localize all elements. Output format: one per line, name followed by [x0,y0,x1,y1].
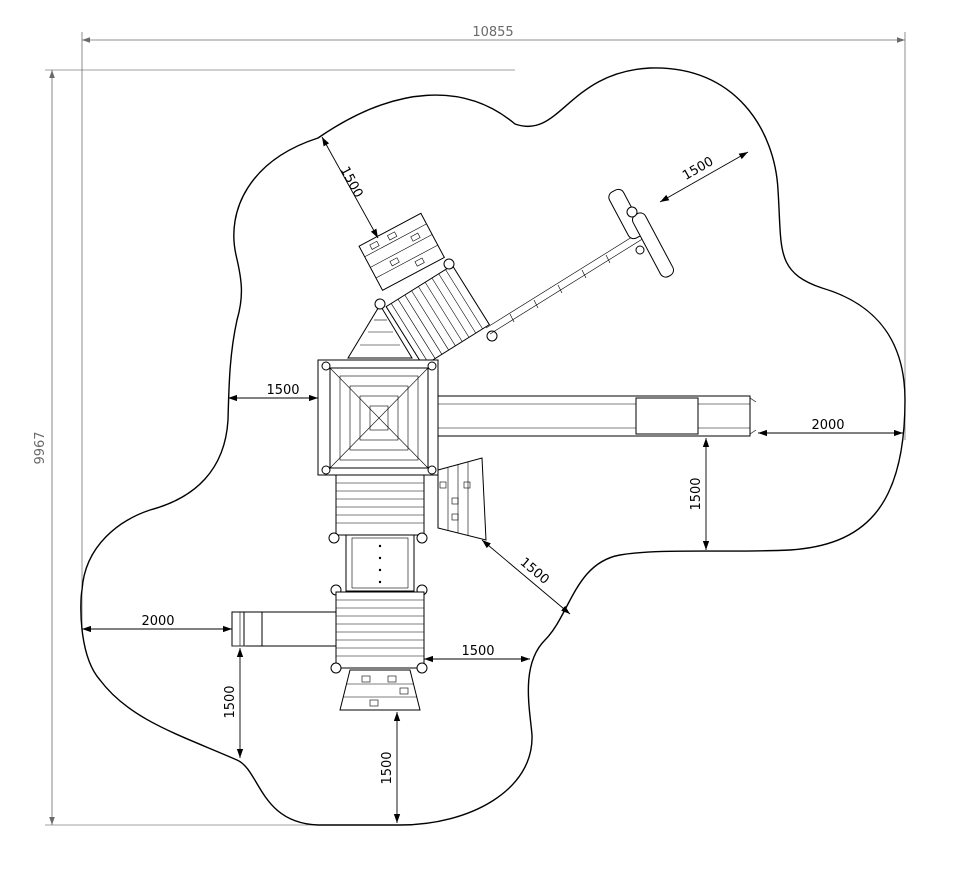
dim-top-right-label: 1500 [680,154,716,184]
overall-height-label: 9967 [33,431,48,464]
overall-height-dimension: 9967 [33,69,515,826]
dim-top-right: 1500 [659,151,749,203]
lower-deck [330,584,428,674]
overall-width-label: 10855 [472,25,513,40]
dim-top-left-label: 1500 [337,164,366,200]
angled-upper-platform [385,264,491,367]
dim-lower-left-slide-label: 2000 [141,614,174,629]
dim-lower-left-vertical: 1500 [223,645,246,758]
swing-seat-frame [608,188,674,278]
dim-slide-end-label: 2000 [811,418,844,433]
dim-lower-left-vertical-label: 1500 [223,685,238,718]
dim-top-left: 1500 [321,136,379,239]
post [486,330,498,342]
dim-slide-end: 2000 [758,418,903,437]
swing-beam [485,231,645,335]
dim-lower-right: 1500 [424,644,530,663]
dim-right-ramp-label: 1500 [517,555,552,588]
dim-slide-side: 1500 [689,438,710,550]
dim-bottom: 1500 [380,712,401,823]
side-climbing-wall [437,457,487,541]
small-slide [231,611,337,647]
bottom-climbing-wall [339,669,421,711]
upper-climbing-wall [358,212,446,292]
post [374,298,386,310]
long-slide [437,395,757,437]
bridge [345,534,415,592]
play-structure [231,188,757,711]
dim-lower-left-slide: 2000 [82,614,232,633]
dim-right-ramp: 1500 [481,539,571,615]
post [443,258,455,270]
overall-width-dimension: 10855 [81,25,906,628]
dim-left-tower: 1500 [228,383,318,402]
dim-slide-side-label: 1500 [689,477,704,510]
dim-left-tower-label: 1500 [266,383,299,398]
roofed-tower [317,359,439,476]
dim-lower-right-label: 1500 [461,644,494,659]
safety-zone-outline [80,67,906,826]
dim-bottom-label: 1500 [380,751,395,784]
middle-deck [328,474,428,544]
